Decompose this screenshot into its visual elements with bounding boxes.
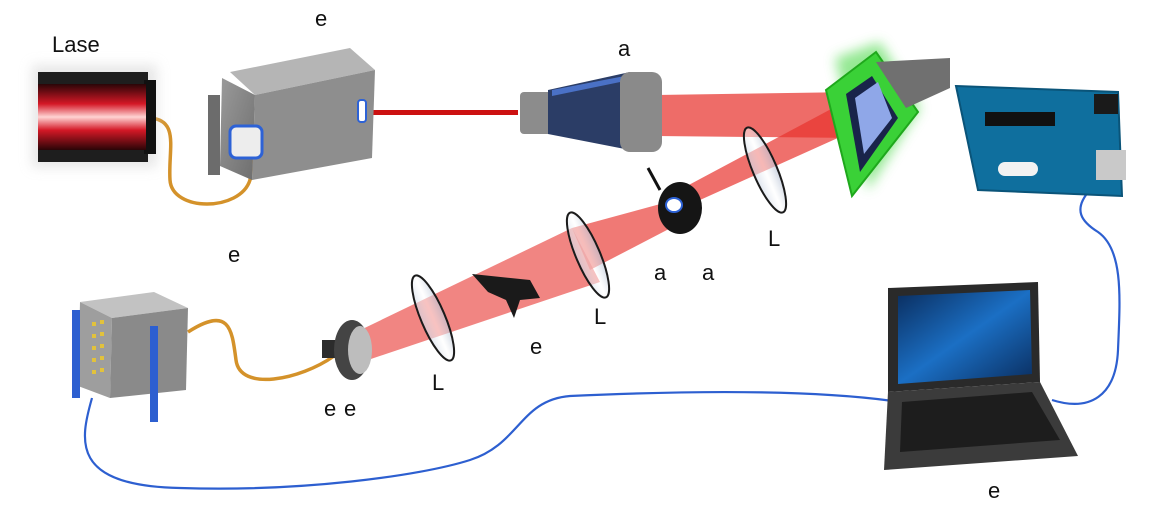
lens-left-icon: [410, 274, 456, 362]
lens-middle-icon: [565, 211, 611, 299]
lens-right-icon: [742, 126, 788, 214]
label-laser: Lase: [52, 32, 100, 57]
label-lens-left: L: [432, 370, 445, 395]
label-left-middle: e: [228, 242, 241, 267]
arduino-board-icon: [954, 84, 1126, 198]
label-lens-middle: L: [594, 304, 607, 329]
spectrometer-icon: [72, 292, 188, 422]
label-detector-right: a: [702, 260, 715, 285]
label-object: e: [530, 334, 543, 359]
photodetector-icon: [646, 167, 702, 234]
blue-cable-spectrometer-laptop: [83, 390, 901, 490]
label-laptop: e: [988, 478, 1001, 503]
label-lens-right: L: [768, 226, 781, 251]
laser-icon: [32, 65, 157, 167]
laptop-icon: [884, 282, 1078, 470]
beam-expander-icon: [520, 72, 662, 152]
label-coupler-1: e: [324, 396, 337, 421]
slm-icon: [824, 42, 950, 199]
label-detector-left: a: [654, 260, 667, 285]
fiber-coupler-icon: [322, 320, 372, 380]
blue-cable-arduino-laptop: [1051, 189, 1121, 405]
label-coupler-2: e: [344, 396, 357, 421]
label-beam-expander: a: [618, 36, 631, 61]
laser-beam: [368, 110, 518, 115]
object-icon: [472, 274, 540, 318]
orange-cable-laser: [149, 116, 254, 206]
beam-lens-to-coupler: [350, 228, 600, 362]
label-box-top: e: [315, 6, 328, 31]
orange-cable-spectrometer: [187, 318, 336, 382]
spatial-filter-box-icon: [208, 48, 375, 180]
